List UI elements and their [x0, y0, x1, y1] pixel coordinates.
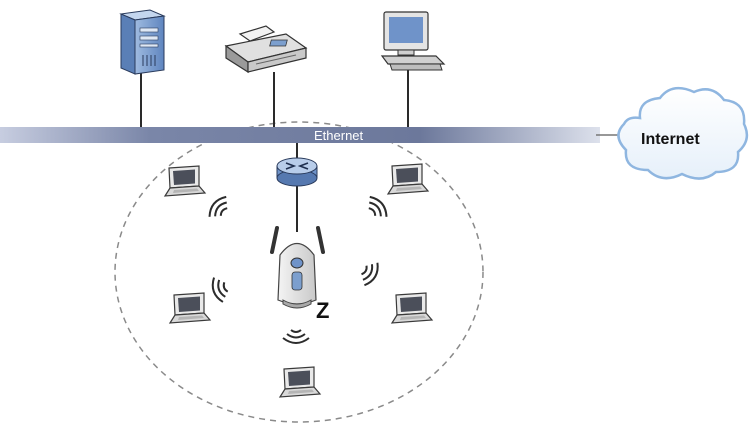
access-point-label: Z — [316, 298, 329, 323]
laptop-icon — [169, 292, 211, 324]
wireless-signal-icon — [356, 257, 383, 289]
fax-icon — [224, 25, 308, 74]
ethernet-backbone — [0, 127, 600, 143]
access-point-icon — [270, 226, 325, 309]
wireless-signal-icon — [208, 273, 232, 305]
ethernet-label: Ethernet — [314, 128, 364, 143]
server-icon — [119, 9, 166, 75]
internet-cloud-icon — [617, 86, 749, 180]
internet-label: Internet — [641, 131, 700, 148]
laptop-icon — [387, 163, 429, 195]
laptop-icon — [164, 165, 206, 197]
wireless-coverage-circle — [114, 121, 484, 423]
router-icon — [276, 157, 318, 187]
laptop-icon — [279, 366, 321, 398]
wireless-signal-icon — [204, 192, 234, 223]
wireless-signal-icon — [282, 329, 310, 344]
wireless-signal-icon — [362, 192, 392, 223]
desktop-computer-icon — [380, 11, 446, 71]
laptop-icon — [391, 292, 433, 324]
